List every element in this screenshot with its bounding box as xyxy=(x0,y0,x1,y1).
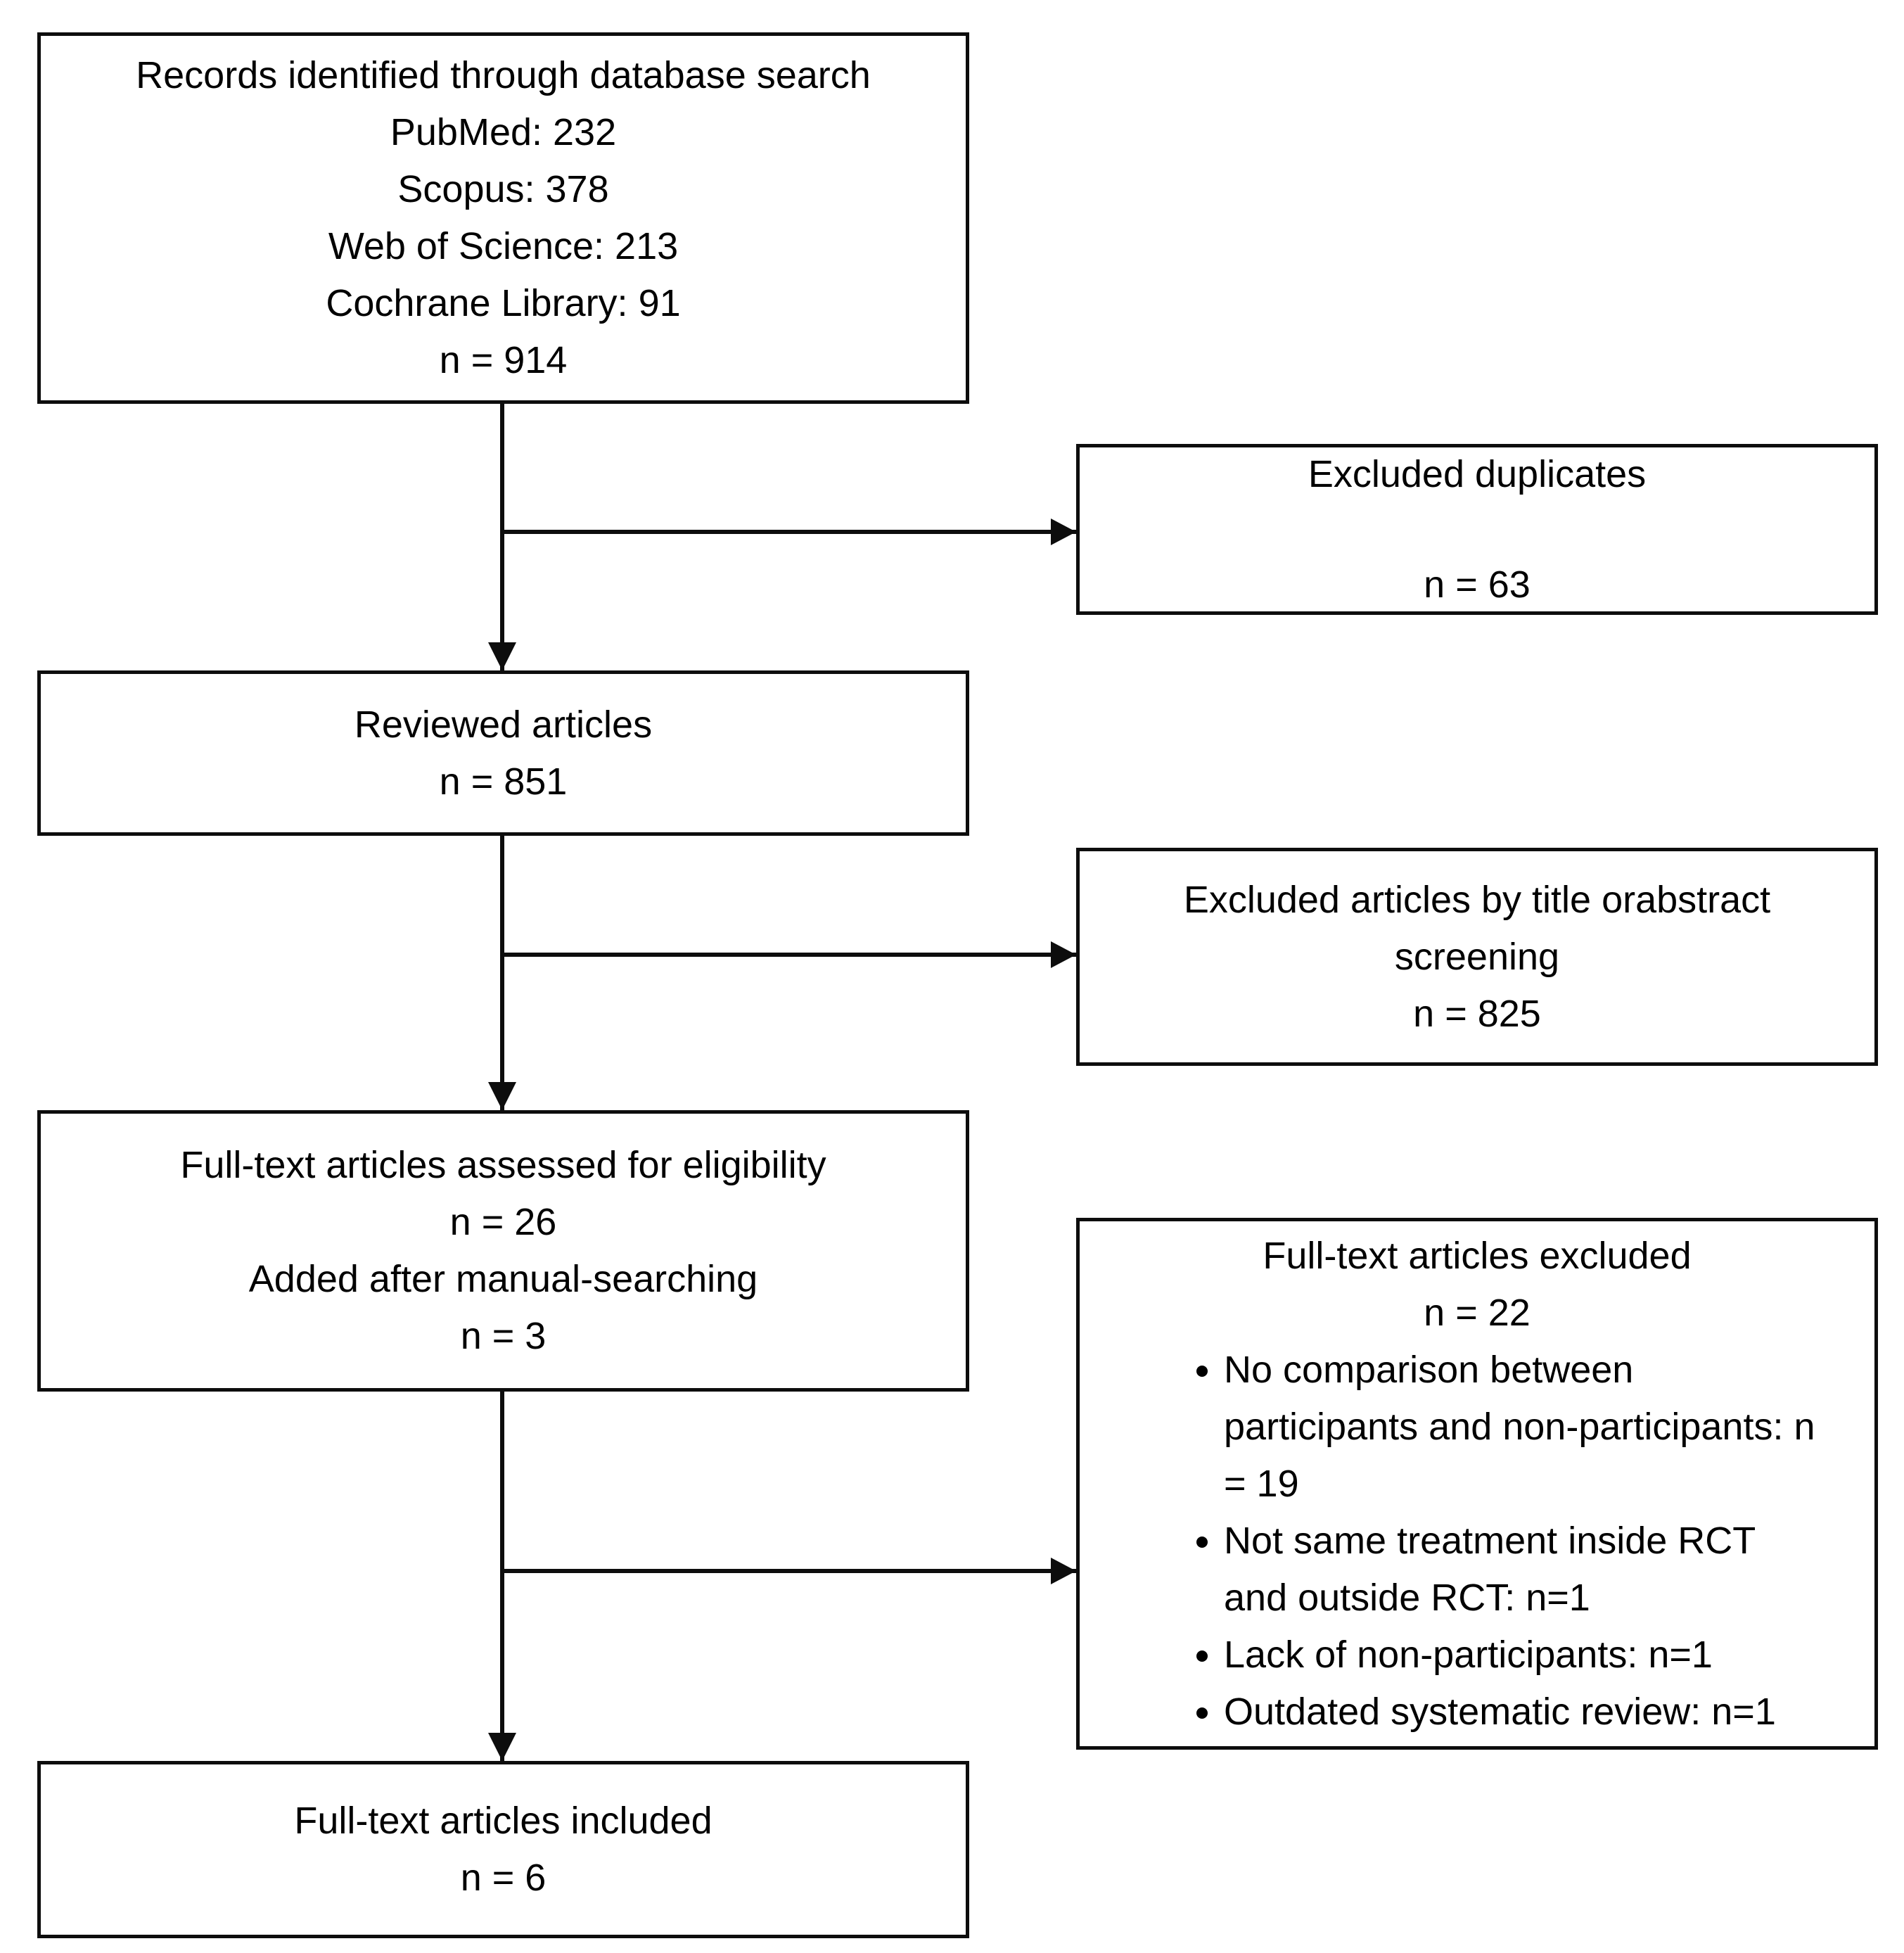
arrowhead-right-duplicates-icon xyxy=(1051,519,1076,545)
assessed-title: Full-text articles assessed for eligibil… xyxy=(180,1144,826,1186)
screening-title-line2: screening xyxy=(1394,935,1560,978)
included-count: n = 6 xyxy=(460,1857,547,1899)
flow-line-reviewed-to-assessed xyxy=(500,836,504,1110)
records-title: Records identified through database sear… xyxy=(136,54,871,96)
excluded-duplicates-box: Excluded duplicates n = 63 xyxy=(1076,444,1878,615)
fulltext-excluded-count: n = 22 xyxy=(1424,1291,1531,1334)
flow-line-assessed-to-included xyxy=(500,1392,504,1761)
duplicates-count: n = 63 xyxy=(1424,563,1531,606)
exclusion-reason-item: Lack of non-participants: n=1 xyxy=(1224,1627,1818,1684)
branch-line-fulltext-excluded xyxy=(502,1569,1076,1573)
arrowhead-right-screening-icon xyxy=(1051,941,1076,968)
records-scopus: Scopus: 378 xyxy=(397,168,609,210)
records-pubmed: PubMed: 232 xyxy=(390,111,617,153)
exclusion-reason-item: Not same treatment inside RCT and outsid… xyxy=(1224,1513,1818,1627)
fulltext-assessed-box: Full-text articles assessed for eligibil… xyxy=(37,1110,969,1392)
reviewed-articles-box: Reviewed articles n = 851 xyxy=(37,670,969,836)
arrowhead-right-fulltext-excluded-icon xyxy=(1051,1558,1076,1584)
fulltext-excluded-box: Full-text articles excluded n = 22 No co… xyxy=(1076,1218,1878,1750)
fulltext-excluded-title: Full-text articles excluded xyxy=(1263,1234,1692,1277)
fulltext-excluded-reasons-list: No comparison between participants and n… xyxy=(1080,1342,1874,1741)
assessed-count: n = 26 xyxy=(449,1201,557,1243)
screening-title-line1: Excluded articles by title orabstract xyxy=(1183,878,1771,921)
arrowhead-down-reviewed-icon xyxy=(488,642,516,670)
fulltext-included-box: Full-text articles included n = 6 xyxy=(37,1761,969,1938)
reviewed-count: n = 851 xyxy=(439,760,568,803)
arrowhead-down-assessed-icon xyxy=(488,1082,516,1110)
arrowhead-down-included-icon xyxy=(488,1733,516,1761)
assessed-manual-count: n = 3 xyxy=(460,1315,547,1357)
excluded-screening-box: Excluded articles by title orabstract sc… xyxy=(1076,848,1878,1066)
exclusion-reason-item: No comparison between participants and n… xyxy=(1224,1342,1818,1513)
records-web-of-science: Web of Science: 213 xyxy=(328,225,679,267)
records-identified-box: Records identified through database sear… xyxy=(37,32,969,404)
records-total: n = 914 xyxy=(439,339,568,381)
screening-count: n = 825 xyxy=(1413,992,1541,1035)
exclusion-reason-item: Outdated systematic review: n=1 xyxy=(1224,1684,1818,1741)
records-cochrane: Cochrane Library: 91 xyxy=(326,282,681,324)
flow-line-records-to-reviewed xyxy=(500,404,504,670)
branch-line-screening xyxy=(502,953,1076,957)
reviewed-title: Reviewed articles xyxy=(354,703,653,746)
duplicates-title: Excluded duplicates xyxy=(1308,452,1647,495)
assessed-manual-title: Added after manual-searching xyxy=(248,1258,758,1300)
included-title: Full-text articles included xyxy=(294,1800,713,1842)
branch-line-duplicates xyxy=(502,530,1076,534)
